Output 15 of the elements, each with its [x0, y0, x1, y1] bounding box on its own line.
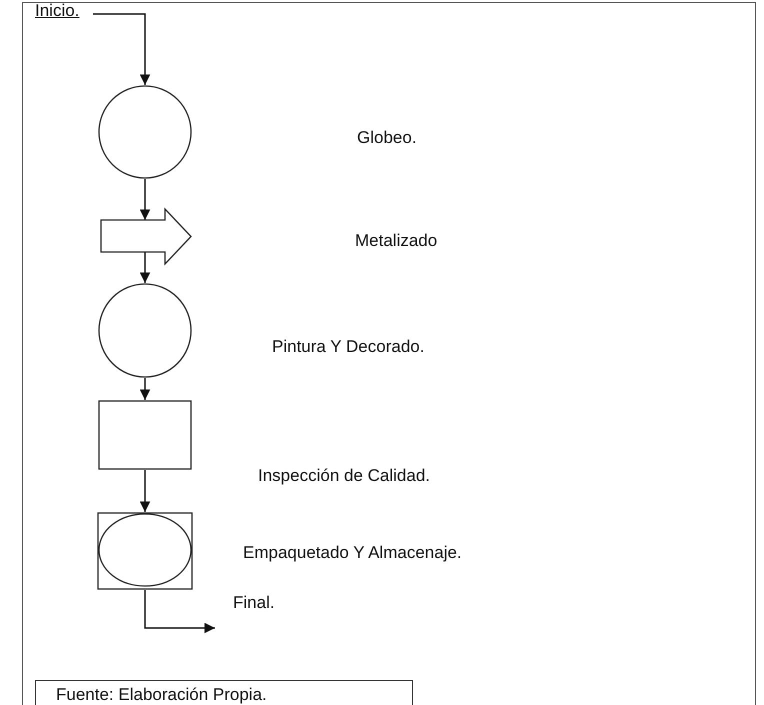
step-label: Metalizado	[355, 231, 438, 251]
source-note-box	[35, 680, 413, 705]
arrow	[140, 470, 150, 512]
terminal-label: Final.	[233, 593, 276, 613]
arrow	[140, 179, 150, 220]
step-label: Empaquetado Y Almacenaje.	[243, 543, 462, 563]
arrow	[144, 590, 215, 634]
step-label: Pintura Y Decorado.	[272, 337, 424, 357]
step-label: Inspección de Calidad.	[258, 466, 430, 486]
arrow	[93, 13, 150, 85]
arrow	[140, 252, 150, 283]
step-label: Globeo.	[357, 128, 417, 148]
source-note: Fuente: Elaboración Propia.	[55, 684, 268, 705]
arrow	[140, 378, 150, 400]
terminal-label: Inicio.	[35, 1, 80, 21]
